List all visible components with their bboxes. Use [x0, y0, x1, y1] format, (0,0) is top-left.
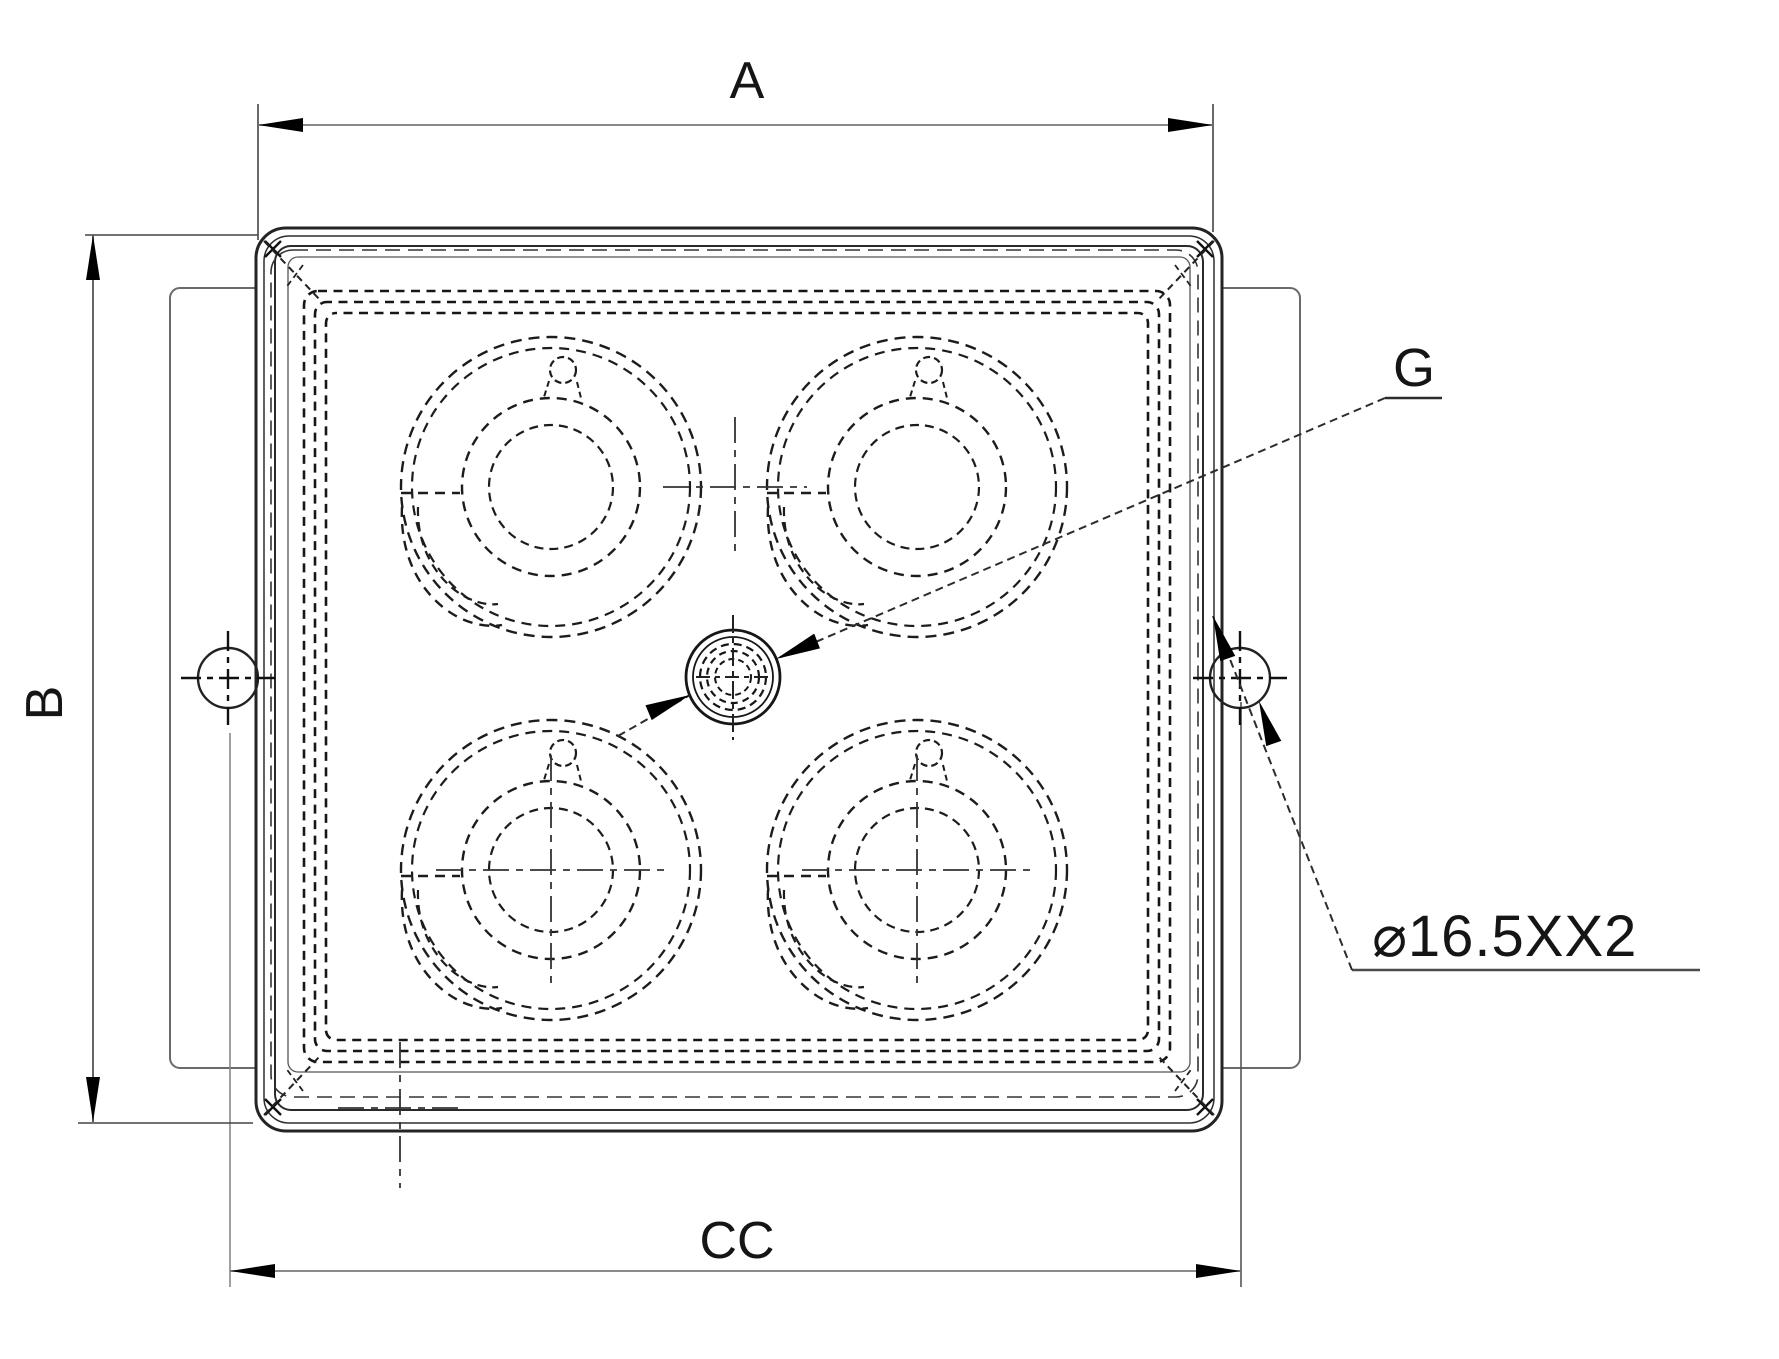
hole-leader-arrow-at-edge — [1213, 616, 1236, 662]
cable-gland — [684, 615, 782, 740]
dimension-a — [257, 104, 1214, 240]
gland-leader-arrow-upper — [776, 633, 820, 659]
dimension-a-label: A — [730, 52, 765, 110]
crosshair-bottom-right-lamp — [802, 755, 1032, 985]
dimension-b-label: B — [16, 686, 74, 721]
gland-leader — [617, 396, 1442, 737]
centerline-crosshairs — [338, 417, 1032, 1188]
mounting-hole-right — [1193, 631, 1287, 725]
enclosure-body — [254, 226, 1224, 1133]
hole-diameter-leader — [1212, 615, 1700, 972]
gland-leader-arrow-lower — [645, 695, 690, 721]
dimension-b — [78, 234, 258, 1124]
hole-diameter-label: ⌀16.5XX2 — [1372, 904, 1637, 969]
crosshair-bottom-left-lamp — [436, 755, 666, 985]
gland-label: G — [1393, 338, 1435, 398]
crosshair-bottom-edge — [338, 1042, 462, 1188]
crosshair-top-center — [663, 417, 807, 557]
mounting-hole-left — [181, 631, 275, 725]
gasket-seal-bands — [302, 289, 1172, 1064]
hole-leader-arrow-at-hole — [1259, 701, 1282, 747]
dimension-cc — [230, 1264, 1241, 1278]
dimension-cc-label: CC — [699, 1212, 774, 1270]
